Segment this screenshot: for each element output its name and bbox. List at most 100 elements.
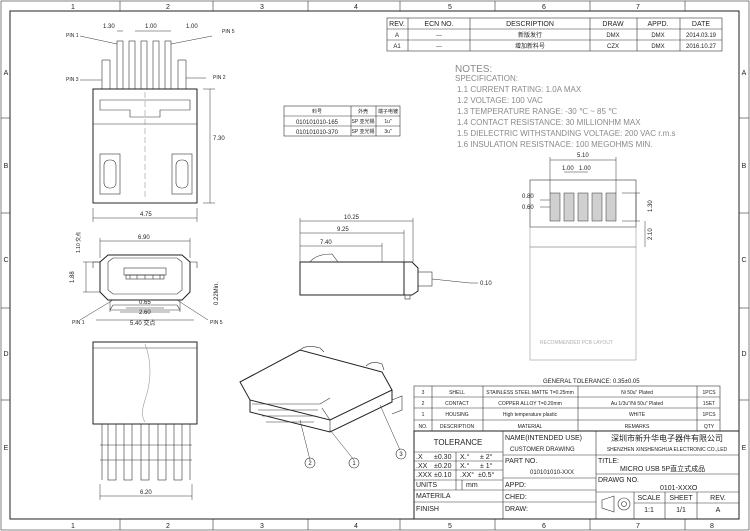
dim-label: 1.88 bbox=[70, 271, 76, 283]
rev-label: REV. bbox=[710, 495, 726, 502]
col-label: 5 bbox=[448, 523, 452, 530]
revision-table: REV. ECN NO. DESCRIPTION DRAW APPD. DATE… bbox=[386, 17, 723, 52]
bom-cell: 1 bbox=[422, 412, 425, 418]
tol-cell: ± 2° bbox=[480, 453, 493, 461]
part-cell: 010101010-370 bbox=[296, 130, 339, 136]
tol-cell: .XX bbox=[416, 463, 428, 470]
finish-label: FINISH bbox=[416, 506, 439, 513]
part-header: 料号 bbox=[312, 108, 322, 115]
bom-cell: 3 bbox=[422, 390, 425, 396]
units-value: mm bbox=[466, 482, 478, 489]
tol-cell: ±0.5° bbox=[478, 471, 495, 479]
units-label: UNITS bbox=[416, 482, 437, 489]
part-cell: SP 亚光锡 bbox=[352, 118, 375, 125]
row-label: E bbox=[4, 445, 9, 452]
dim-label: 0.10 bbox=[480, 281, 492, 287]
rev-cell: DMX bbox=[606, 33, 619, 39]
sheet-value: 1/1 bbox=[676, 507, 686, 514]
pin-label: PIN 1 bbox=[66, 33, 79, 39]
dim-label: 5.40 交点 bbox=[130, 319, 155, 327]
col-label: 1 bbox=[71, 523, 75, 530]
balloon-label: 2 bbox=[308, 461, 312, 467]
dim-label: 1.00 bbox=[562, 166, 574, 172]
front-view: 1.30 1.00 1.00 7.30 4.75 PIN 1 PIN 5 PIN… bbox=[66, 24, 235, 222]
rev-header: DESCRIPTION bbox=[506, 21, 554, 28]
dim-label: 1.30 bbox=[648, 200, 654, 212]
title-block: TOLERANCE .X ±0.30 X.° ± 2° .XX ±0.20 X.… bbox=[413, 430, 740, 520]
col-label: 7 bbox=[636, 4, 640, 11]
bom-cell: Au 1/3u"/Ni 50u" Plated bbox=[611, 401, 663, 407]
tol-cell: ±0.20 bbox=[434, 463, 452, 470]
bom-header: QTY bbox=[704, 424, 715, 430]
pin-label: PIN 1 bbox=[72, 320, 85, 326]
pin-label: PIN 2 bbox=[213, 75, 226, 81]
dim-label: 0.65 bbox=[139, 300, 151, 306]
bom-cell: 1PCS bbox=[702, 390, 716, 396]
row-label: A bbox=[4, 70, 9, 77]
partno-label: PART NO. bbox=[505, 458, 537, 465]
rev-header: APPD. bbox=[647, 21, 668, 28]
tol-cell: X.° bbox=[460, 453, 470, 461]
rev-cell: A bbox=[395, 33, 399, 39]
pin-label: PIN 3 bbox=[66, 77, 79, 83]
dim-label: 2.10 bbox=[648, 228, 654, 240]
row-label: D bbox=[3, 351, 8, 358]
note-item: 1.6 INSULATION RESISTNACE: 100 MEGOHMS M… bbox=[457, 140, 652, 149]
notes-title: NOTES: bbox=[455, 64, 492, 75]
notes-subtitle: SPECIFICATION: bbox=[455, 74, 518, 83]
tol-cell: X.° bbox=[460, 462, 470, 470]
rev-value: A bbox=[716, 507, 721, 514]
dim-label: 7.30 bbox=[213, 136, 225, 142]
rev-cell: DMX bbox=[651, 33, 664, 39]
projection-symbol-icon bbox=[601, 495, 631, 513]
note-item: 1.1 CURRENT RATING: 1.0A MAX bbox=[457, 85, 582, 94]
tolerance-label: TOLERANCE bbox=[434, 438, 483, 447]
dim-label: 2.60 bbox=[139, 310, 151, 316]
rev-header: DATE bbox=[692, 21, 710, 28]
dim-label: 6.90 bbox=[138, 235, 150, 241]
dim-label: 1.00 bbox=[145, 24, 157, 30]
part-cell: 1u" bbox=[384, 119, 392, 125]
rev-cell: 2014.03.19 bbox=[686, 33, 717, 39]
drawg-value: 0101-XXXO bbox=[660, 485, 698, 492]
rev-cell: CZX bbox=[607, 44, 619, 50]
rev-header: REV. bbox=[389, 21, 405, 28]
row-label: C bbox=[3, 257, 8, 264]
company-name-cn: 深圳市新升华电子器件有限公司 bbox=[611, 433, 723, 443]
part-cell: 3u" bbox=[384, 129, 392, 135]
col-label: 8 bbox=[710, 523, 714, 530]
col-label: 3 bbox=[260, 523, 264, 530]
col-label: 4 bbox=[354, 523, 358, 530]
scale-label: SCALE bbox=[638, 495, 661, 502]
side-view: 10.25 9.25 7.40 0.10 bbox=[299, 215, 492, 300]
col-label: 7 bbox=[636, 523, 640, 530]
col-label: 2 bbox=[166, 4, 170, 11]
row-label: A bbox=[742, 70, 747, 77]
note-item: 1.5 DIELECTRIC WITHSTANDING VOLTAGE: 200… bbox=[457, 129, 676, 138]
bom-cell: Ni 50u" Plated bbox=[621, 390, 653, 396]
dim-label: 1.00 bbox=[579, 166, 591, 172]
row-label: E bbox=[742, 445, 747, 452]
row-label: B bbox=[742, 163, 747, 170]
bom-table: 3 SHELL STAINLESS STEEL MATTE T=0.25mm N… bbox=[413, 385, 721, 432]
pin-label: PIN 5 bbox=[210, 320, 223, 326]
bom-header: REMARKS bbox=[625, 424, 650, 430]
pin-label: PIN 5 bbox=[222, 29, 235, 35]
general-tolerance: GENERAL TOLERANCE: 0.35±0.05 bbox=[543, 379, 640, 385]
partno-value: 010101010-XXX bbox=[530, 470, 574, 476]
dim-label: 1.00 bbox=[186, 24, 198, 30]
col-label: 4 bbox=[354, 4, 358, 11]
bom-cell: CONTACT bbox=[445, 401, 469, 407]
material-label: MATERILA bbox=[416, 493, 451, 500]
bom-cell: HOUSING bbox=[445, 412, 468, 418]
dim-label: 1.10 交点 bbox=[75, 232, 82, 253]
col-label: 3 bbox=[260, 4, 264, 11]
spec-notes: NOTES: SPECIFICATION: 1.1 CURRENT RATING… bbox=[455, 64, 676, 149]
bom-header: MATERIAL bbox=[518, 424, 543, 430]
bom-cell: High temperature plastic bbox=[503, 412, 558, 418]
drawg-label: DRAWG NO. bbox=[598, 477, 639, 484]
scale-value: 1:1 bbox=[644, 507, 654, 514]
rev-cell: --- bbox=[436, 33, 442, 39]
bom-cell: 1SET bbox=[703, 401, 716, 407]
